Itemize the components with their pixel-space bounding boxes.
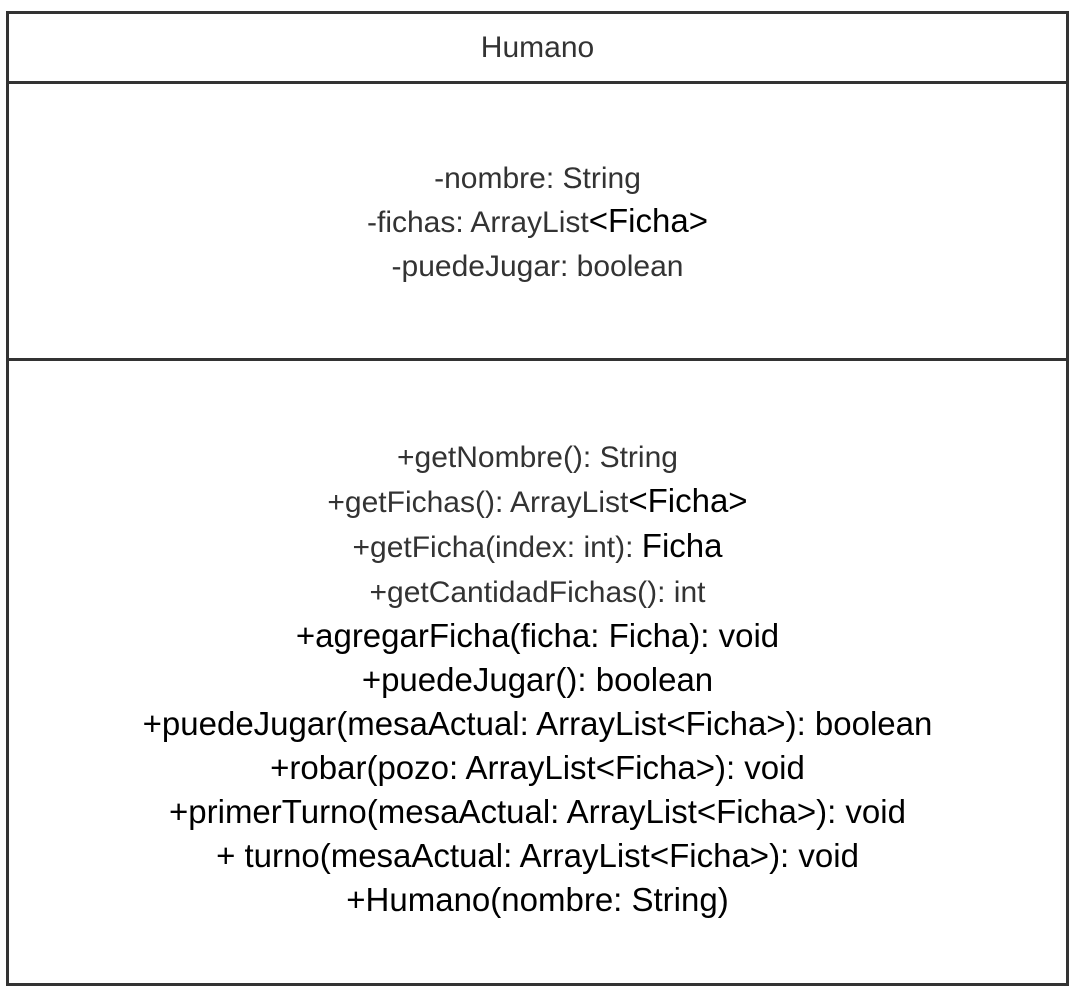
attribute-fichas: -fichas: ArrayList<Ficha> [367, 202, 708, 239]
method-agregar-ficha: +agregarFicha(ficha: Ficha): void [295, 617, 780, 654]
method-robar: +robar(pozo: ArrayList<Ficha>): void [270, 749, 805, 786]
method-get-nombre: +getNombre(): String [397, 441, 678, 474]
method-get-ficha: +getFicha(index: int): Ficha [352, 527, 723, 564]
class-name-compartment: Humano [9, 14, 1066, 84]
method-list: +getNombre(): String +getFichas(): Array… [9, 434, 1066, 922]
method-constructor-humano: +Humano(nombre: String) [346, 881, 729, 918]
methods-compartment: +getNombre(): String +getFichas(): Array… [9, 361, 1066, 983]
method-primer-turno: +primerTurno(mesaActual: ArrayList<Ficha… [169, 793, 906, 830]
attribute-list: -nombre: String -fichas: ArrayList<Ficha… [9, 156, 1066, 288]
attribute-nombre: -nombre: String [434, 162, 641, 195]
method-get-cantidad-fichas: +getCantidadFichas(): int [369, 576, 706, 609]
method-turno: + turno(mesaActual: ArrayList<Ficha>): v… [216, 837, 859, 874]
method-puede-jugar: +puedeJugar(): boolean [361, 661, 714, 698]
class-name: Humano [480, 30, 595, 64]
attributes-compartment: -nombre: String -fichas: ArrayList<Ficha… [9, 84, 1066, 361]
method-puede-jugar-mesa: +puedeJugar(mesaActual: ArrayList<Ficha>… [142, 705, 933, 742]
method-get-fichas: +getFichas(): ArrayList<Ficha> [327, 482, 748, 519]
uml-class-box[interactable]: Humano -nombre: String -fichas: ArrayLis… [6, 11, 1069, 986]
attribute-puede-jugar: -puedeJugar: boolean [391, 250, 684, 283]
